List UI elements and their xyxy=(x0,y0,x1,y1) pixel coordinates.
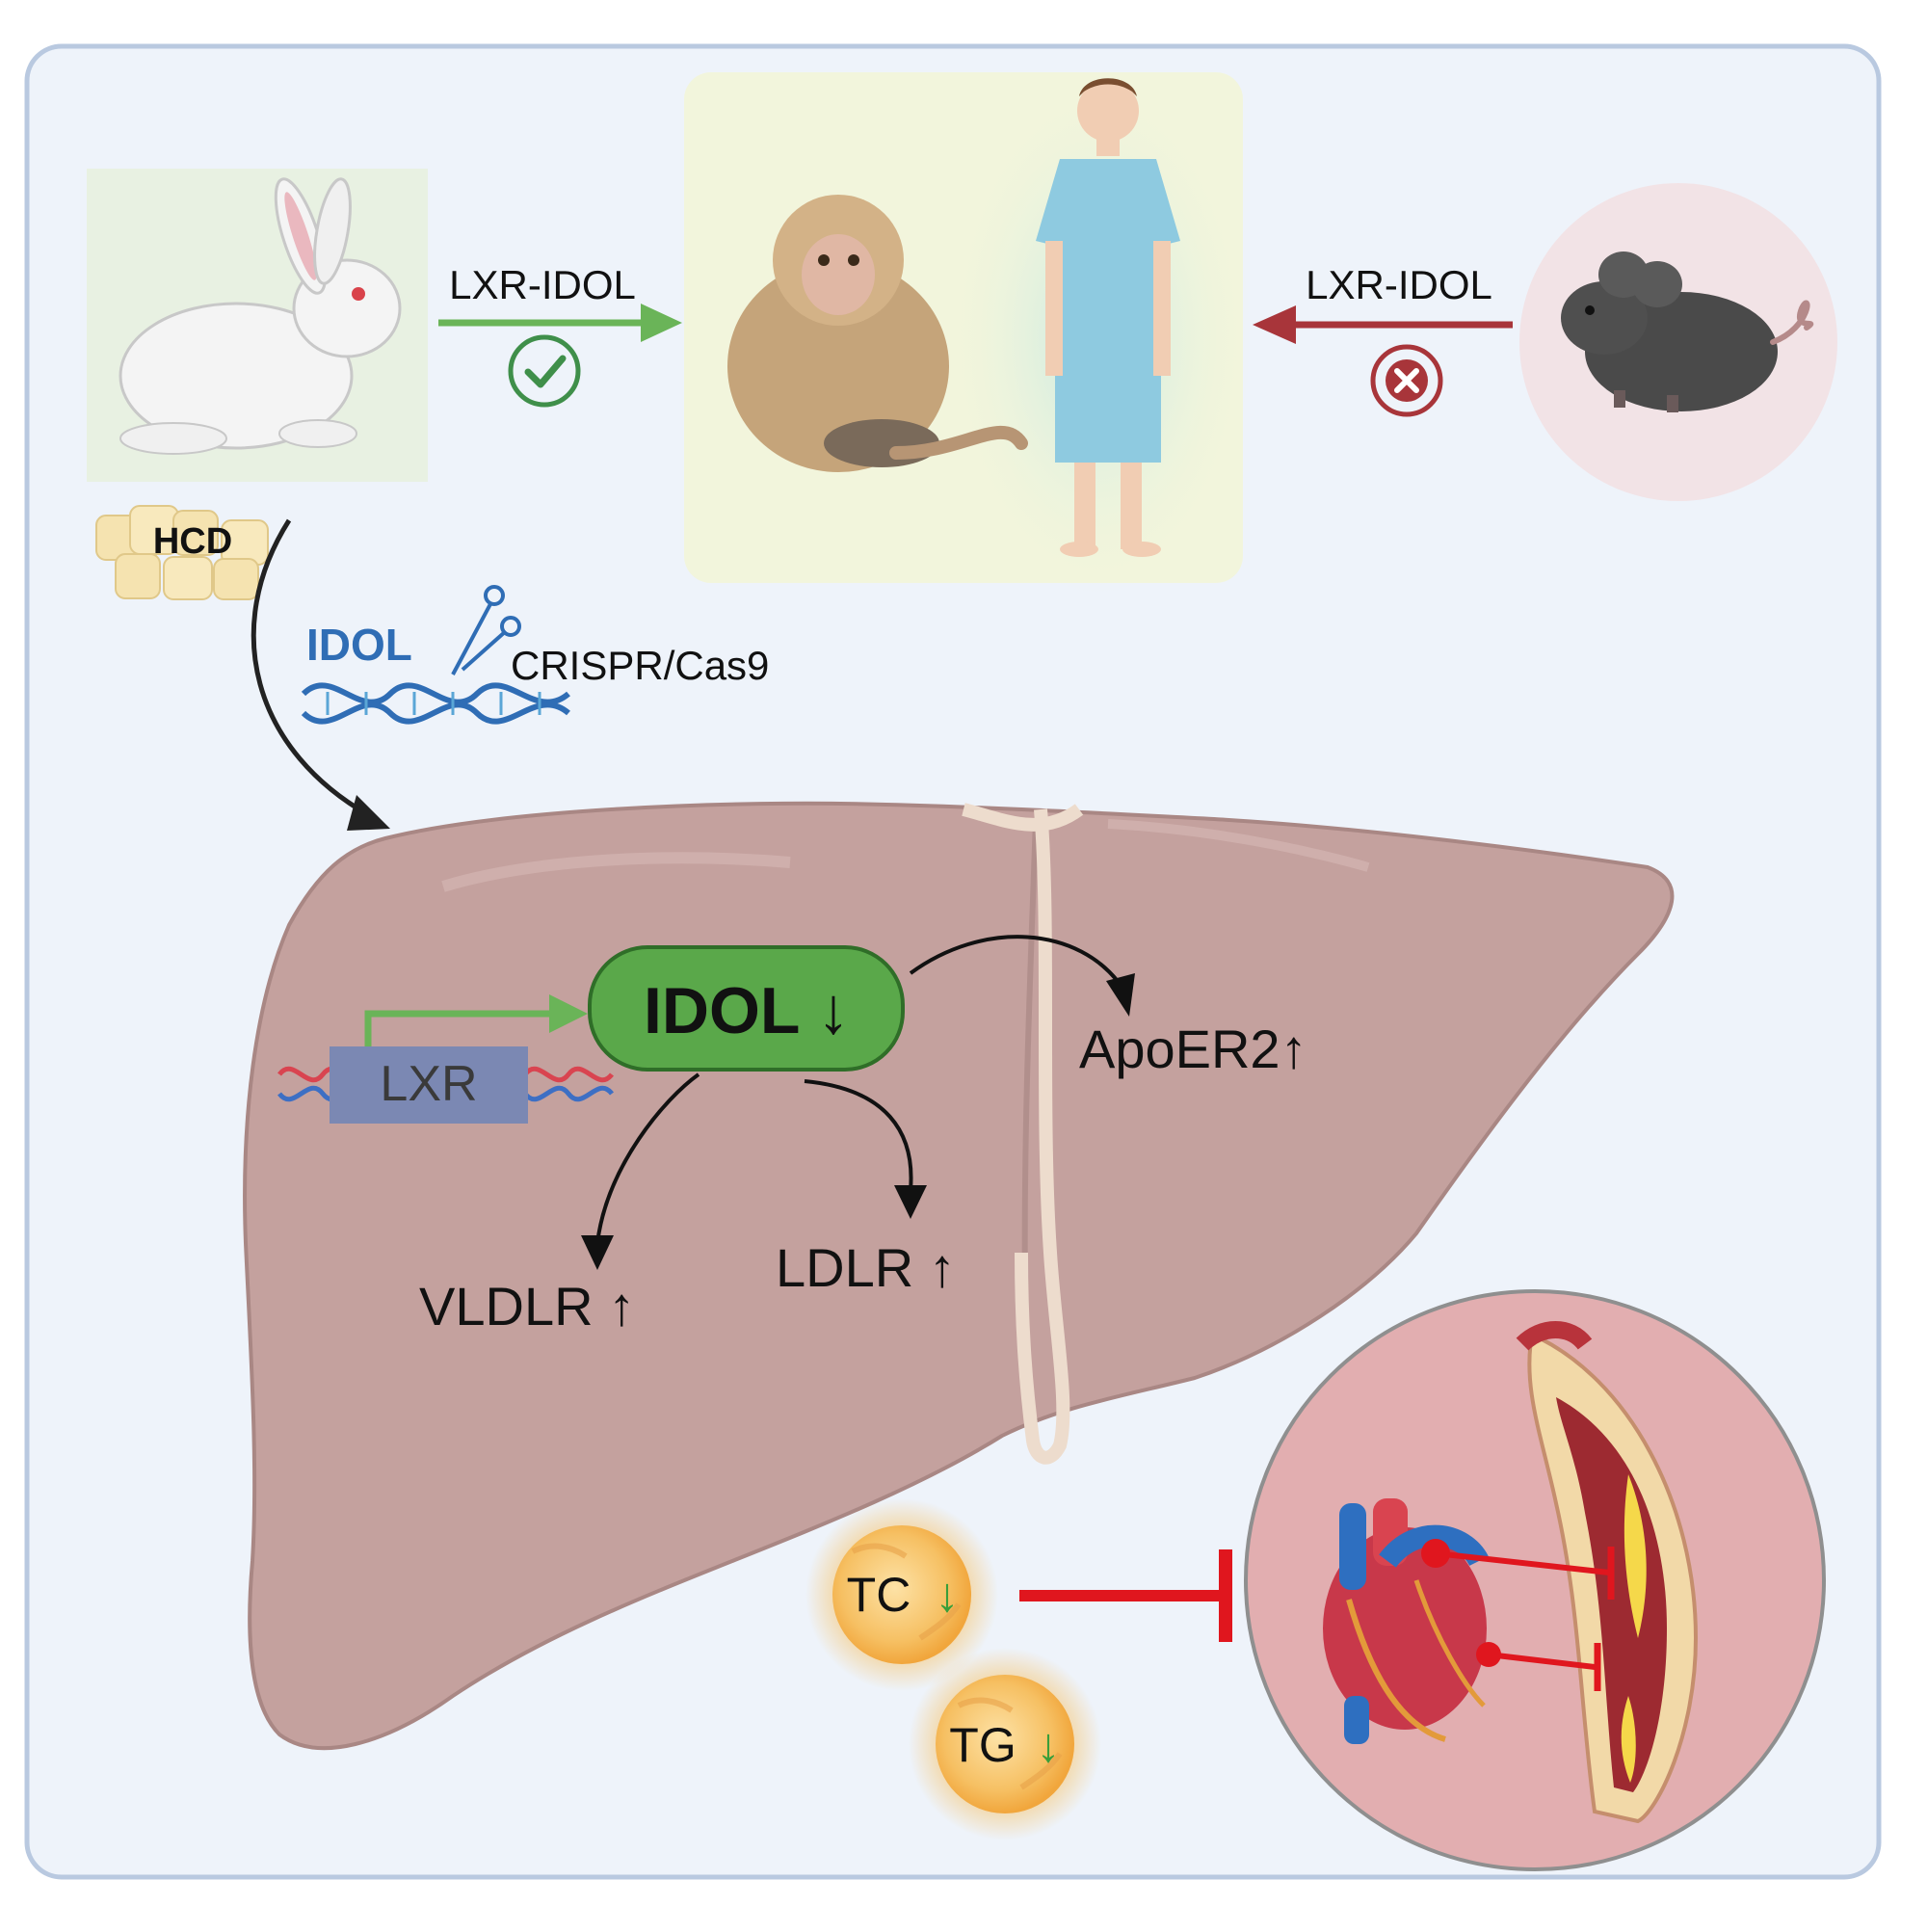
apoer2-label: ApoER2↑ xyxy=(1079,1019,1307,1079)
human-icon xyxy=(1036,78,1180,557)
cross-circle-icon xyxy=(1370,344,1443,417)
idol-to-vldlr-arrow xyxy=(581,1235,614,1270)
mouse-panel xyxy=(1519,183,1837,501)
crispr-gene-label: IDOL xyxy=(306,620,412,670)
lxr-to-idol-arrow xyxy=(364,994,588,1046)
idol-to-ldlr-arrow xyxy=(894,1185,927,1219)
vldlr-label: VLDLR ↑ xyxy=(419,1276,635,1337)
heart-icon xyxy=(1323,1498,1489,1744)
inhibition-markers xyxy=(1421,1539,1615,1691)
translation-arrow-success: LXR-IDOL xyxy=(438,262,682,408)
mouse-icon xyxy=(1561,251,1814,412)
ldlr-label: LDLR ↑ xyxy=(776,1237,956,1298)
check-circle-icon xyxy=(508,334,581,408)
hcd-food: HCD xyxy=(95,505,269,600)
arrow-left-label: LXR-IDOL xyxy=(449,262,636,307)
tc-lipid-droplet: TC ↓ xyxy=(805,1498,998,1691)
lxr-box xyxy=(330,1046,528,1124)
hcd-label: HCD xyxy=(153,521,232,562)
idol-to-apoer2-arrow xyxy=(1106,973,1135,1017)
dna-icon xyxy=(301,682,570,725)
lxr-label: LXR xyxy=(380,1056,477,1112)
crispr-method-label: CRISPR/Cas9 xyxy=(511,643,769,688)
idol-node: IDOL ↓ xyxy=(588,945,905,1072)
hcd-to-liver-arrow xyxy=(347,795,390,831)
scissors-icon xyxy=(451,585,521,675)
tg-down-arrow: ↓ xyxy=(1037,1718,1061,1772)
translation-arrow-failure: LXR-IDOL xyxy=(1253,262,1513,417)
tg-lipid-droplet: TG ↓ xyxy=(909,1648,1101,1840)
rabbit-icon xyxy=(119,177,402,455)
cardiovascular-panel xyxy=(1244,1289,1826,1871)
rabbit-panel xyxy=(87,169,428,482)
lxr-gene: LXR xyxy=(277,1046,614,1124)
monkey-icon xyxy=(727,195,1028,472)
primate-human-panel xyxy=(684,72,1253,597)
idol-label: IDOL ↓ xyxy=(644,974,850,1047)
tc-label: TC xyxy=(847,1568,911,1622)
tg-label: TG xyxy=(949,1718,1016,1772)
tc-down-arrow: ↓ xyxy=(936,1568,960,1622)
arrow-right-label: LXR-IDOL xyxy=(1306,262,1492,307)
inhibition-arrow xyxy=(1019,1549,1232,1642)
crispr-label-group: IDOL CRISPR/Cas9 xyxy=(301,585,769,725)
